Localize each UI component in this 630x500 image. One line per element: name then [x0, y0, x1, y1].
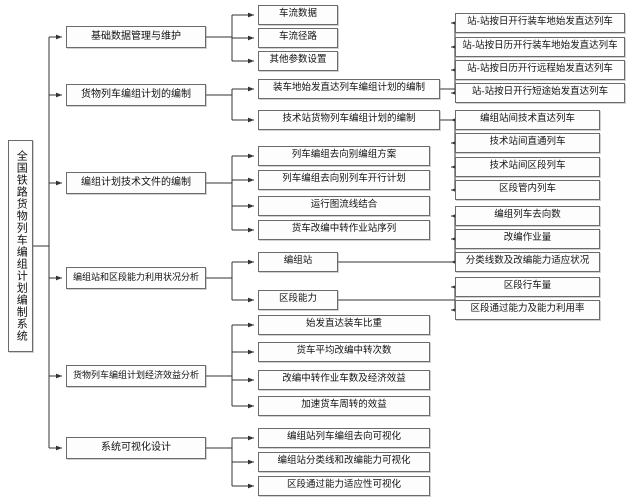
node-root[interactable]: 全国铁路货物列车编组计划编制系统: [8, 140, 33, 352]
node-l4-8-label: 区段管内列车: [498, 184, 556, 195]
node-l3-3-label: 其他参数设置: [269, 55, 327, 66]
node-l3-3[interactable]: 其他参数设置: [258, 51, 338, 71]
node-l3-6-label: 列车编组去向别编组方案: [291, 150, 397, 161]
node-l4-11[interactable]: 分类线数及改编能力适应状况: [455, 252, 600, 272]
node-l2-6[interactable]: 系统可视化设计: [66, 437, 206, 459]
node-l4-6-label: 技术站间直通列车: [489, 137, 566, 148]
node-l2-3[interactable]: 编组计划技术文件的编制: [66, 172, 206, 194]
node-l4-1[interactable]: 站-站按日开行装车地始发直达列车: [455, 13, 625, 33]
node-l3-1-label: 车流数据: [278, 9, 317, 20]
node-l4-4[interactable]: 站-站按日开行短途始发直达列车: [455, 83, 625, 103]
node-l4-2[interactable]: 站-站按日历开行装车地始发直达列车: [455, 37, 625, 57]
node-l3-13-label: 货车平均改编中转次数: [296, 346, 392, 357]
node-l2-5[interactable]: 货物列车编组计划经济效益分析: [66, 365, 206, 387]
node-l3-14[interactable]: 改编中转作业车数及经济效益: [258, 370, 430, 390]
node-l4-5-label: 编组站间技术直达列车: [479, 114, 575, 125]
node-l2-1[interactable]: 基础数据管理与维护: [66, 26, 206, 48]
node-l4-7[interactable]: 技术站间区段列车: [455, 157, 600, 177]
node-l3-5-label: 技术站货物列车编组计划的编制: [282, 114, 416, 125]
node-l3-10[interactable]: 编组站: [258, 252, 338, 272]
node-l3-6[interactable]: 列车编组去向别编组方案: [258, 146, 430, 166]
node-l2-2[interactable]: 货物列车编组计划的编制: [66, 84, 206, 106]
node-l2-4-label: 编组站和区段能力利用状况分析: [72, 272, 199, 283]
node-root-label: 全国铁路货物列车编组计划编制系统: [15, 150, 28, 342]
node-l2-1-label: 基础数据管理与维护: [91, 30, 181, 42]
node-l3-8-label: 运行图流线结合: [310, 200, 378, 211]
node-l4-12[interactable]: 区段行车量: [455, 277, 600, 297]
node-l2-4[interactable]: 编组站和区段能力利用状况分析: [66, 267, 206, 289]
node-l4-12-label: 区段行车量: [503, 281, 552, 292]
node-l3-18-label: 区段通过能力适应性可视化: [286, 480, 401, 491]
node-l3-2[interactable]: 车流径路: [258, 28, 338, 48]
node-l4-13-label: 区段通过能力及能力利用率: [470, 304, 585, 315]
node-l3-2-label: 车流径路: [278, 32, 317, 43]
node-l3-15-label: 加速货车周转的效益: [301, 400, 387, 411]
node-l4-9[interactable]: 编组列车去向数: [455, 206, 600, 226]
node-l4-7-label: 技术站间区段列车: [489, 161, 566, 172]
node-l4-5[interactable]: 编组站间技术直达列车: [455, 110, 600, 130]
node-l3-16[interactable]: 编组站列车编组去向可视化: [258, 428, 430, 448]
node-l3-11[interactable]: 区段能力: [258, 290, 338, 310]
node-l3-9-label: 货车改编中转作业站序列: [291, 224, 397, 235]
node-l3-11-label: 区段能力: [278, 294, 317, 305]
node-l2-6-label: 系统可视化设计: [101, 441, 171, 453]
node-l3-7-label: 列车编组去向别列车开行计划: [282, 174, 406, 185]
node-l2-5-label: 货物列车编组计划经济效益分析: [72, 370, 199, 381]
node-l4-10[interactable]: 改编作业量: [455, 229, 600, 249]
node-l3-1[interactable]: 车流数据: [258, 5, 338, 25]
node-l4-3[interactable]: 站-站按日历开行远程始发直达列车: [455, 60, 625, 80]
node-l3-12[interactable]: 始发直达装车比重: [258, 315, 430, 335]
node-l4-4-label: 站-站按日开行短途始发直达列车: [471, 87, 609, 98]
node-l4-6[interactable]: 技术站间直通列车: [455, 133, 600, 153]
node-l3-13[interactable]: 货车平均改编中转次数: [258, 342, 430, 362]
node-l3-14-label: 改编中转作业车数及经济效益: [282, 374, 406, 385]
node-l3-4[interactable]: 装车地始发直达列车编组计划的编制: [258, 79, 440, 99]
node-l4-11-label: 分类线数及改编能力适应状况: [465, 256, 590, 267]
node-l3-4-label: 装车地始发直达列车编组计划的编制: [272, 83, 425, 94]
node-l4-9-label: 编组列车去向数: [494, 210, 561, 221]
node-l3-16-label: 编组站列车编组去向可视化: [286, 432, 401, 443]
node-l3-17-label: 编组站分类线和改编能力可视化: [277, 456, 411, 467]
node-l4-3-label: 站-站按日历开行远程始发直达列车: [467, 64, 613, 75]
node-l2-2-label: 货物列车编组计划的编制: [81, 88, 191, 100]
node-l3-12-label: 始发直达装车比重: [305, 319, 382, 330]
node-l3-17[interactable]: 编组站分类线和改编能力可视化: [258, 452, 430, 472]
node-l3-15[interactable]: 加速货车周转的效益: [258, 396, 430, 416]
node-l3-5[interactable]: 技术站货物列车编组计划的编制: [258, 110, 440, 130]
node-l3-10-label: 编组站: [283, 256, 313, 267]
node-l4-8[interactable]: 区段管内列车: [455, 180, 600, 200]
node-l3-18[interactable]: 区段通过能力适应性可视化: [258, 476, 430, 496]
node-l4-1-label: 站-站按日开行装车地始发直达列车: [467, 17, 613, 28]
node-l3-7[interactable]: 列车编组去向别列车开行计划: [258, 170, 430, 190]
node-l4-2-label: 站-站按日历开行装车地始发直达列车: [462, 41, 618, 52]
node-l2-3-label: 编组计划技术文件的编制: [81, 176, 191, 188]
node-l3-8[interactable]: 运行图流线结合: [258, 196, 430, 216]
node-l4-10-label: 改编作业量: [503, 233, 552, 244]
node-l3-9[interactable]: 货车改编中转作业站序列: [258, 220, 430, 240]
node-l4-13[interactable]: 区段通过能力及能力利用率: [455, 300, 600, 320]
